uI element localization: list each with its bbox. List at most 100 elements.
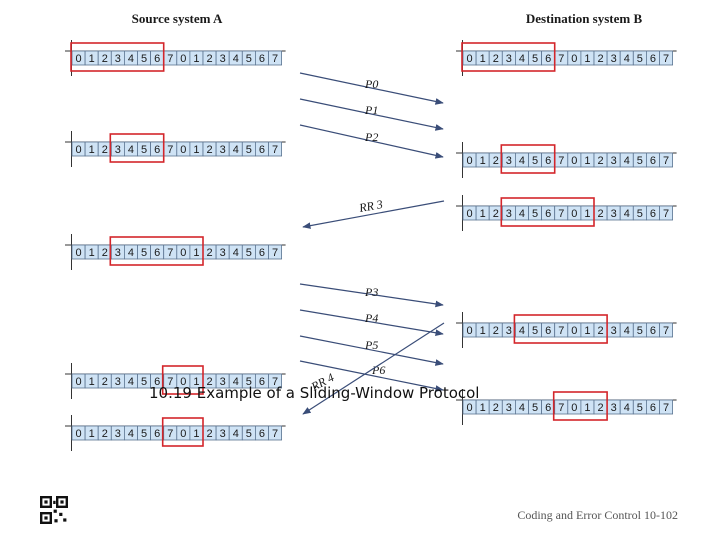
sequence-number: 4 [128, 247, 134, 259]
sequence-number: 3 [220, 53, 226, 65]
frame-arrow [299, 335, 444, 366]
sequence-number: 7 [272, 144, 278, 156]
sequence-number: 5 [141, 53, 147, 65]
sequence-number: 4 [233, 53, 239, 65]
sequence-number: 1 [89, 376, 95, 388]
sequence-number: 5 [637, 208, 643, 220]
sequence-number: 2 [102, 247, 108, 259]
sequence-number: 1 [584, 155, 590, 167]
sequence-number: 4 [624, 402, 630, 414]
sequence-number: 3 [115, 376, 121, 388]
sequence-number: 6 [650, 325, 656, 337]
sequence-number: 3 [611, 53, 617, 65]
sequence-number: 7 [558, 402, 564, 414]
sequence-number: 1 [480, 53, 486, 65]
sequence-number: 3 [506, 402, 512, 414]
sequence-number: 2 [597, 325, 603, 337]
sequence-number: 3 [220, 144, 226, 156]
sequence-number: 0 [466, 402, 472, 414]
sequence-number: 7 [558, 155, 564, 167]
sequence-number: 4 [519, 208, 525, 220]
sequence-number: 0 [75, 144, 81, 156]
sequence-number: 4 [128, 428, 134, 440]
sequence-number: 6 [650, 402, 656, 414]
message-label: P6 [371, 363, 385, 377]
message-label: RR 3 [357, 197, 384, 215]
sequence-number: 4 [624, 325, 630, 337]
sequence-number: 6 [545, 325, 551, 337]
ack-arrow [302, 322, 445, 415]
sequence-number: 5 [246, 144, 252, 156]
sequence-number: 5 [637, 53, 643, 65]
sequence-number: 6 [154, 376, 160, 388]
sequence-number: 6 [154, 428, 160, 440]
qr-code-icon [40, 496, 68, 524]
sequence-cell [268, 50, 283, 66]
frame-arrow [299, 72, 444, 105]
sequence-number: 5 [246, 247, 252, 259]
sequence-number: 7 [167, 144, 173, 156]
sequence-number: 2 [102, 53, 108, 65]
message-label: P4 [364, 311, 378, 325]
sequence-number: 6 [259, 247, 265, 259]
sequence-number: 1 [89, 53, 95, 65]
sequence-number: 0 [571, 402, 577, 414]
sequence-number: 6 [154, 53, 160, 65]
sequence-number: 1 [480, 155, 486, 167]
sequence-number: 0 [180, 428, 186, 440]
slide-footer: Coding and Error Control 10-102 [517, 508, 678, 522]
sequence-number: 7 [663, 208, 669, 220]
sequence-number: 3 [506, 325, 512, 337]
window-frame [161, 365, 204, 395]
sequence-cell [268, 373, 283, 389]
sequence-number: 0 [75, 428, 81, 440]
source-header: Source system A [132, 11, 223, 26]
sequence-number: 6 [259, 376, 265, 388]
sequence-number: 3 [611, 325, 617, 337]
sequence-number: 6 [545, 402, 551, 414]
message-label: P1 [364, 103, 378, 117]
sequence-number: 2 [102, 144, 108, 156]
sequence-number: 7 [663, 402, 669, 414]
sequence-cell [268, 244, 283, 260]
sequence-number: 4 [519, 155, 525, 167]
sequence-number: 5 [246, 376, 252, 388]
sequence-cell [659, 399, 674, 415]
sequence-number: 3 [115, 247, 121, 259]
sequence-number: 5 [246, 53, 252, 65]
sequence-number: 0 [75, 247, 81, 259]
sequence-number: 1 [584, 208, 590, 220]
sequence-number: 4 [233, 247, 239, 259]
sequence-number: 2 [597, 53, 603, 65]
sequence-number: 2 [493, 53, 499, 65]
message-label: P5 [364, 338, 378, 352]
sequence-number: 5 [532, 208, 538, 220]
sequence-number: 5 [141, 247, 147, 259]
sequence-number: 6 [650, 155, 656, 167]
sequence-number: 2 [102, 428, 108, 440]
sequence-number: 2 [493, 155, 499, 167]
sequence-number: 5 [532, 325, 538, 337]
window-frame [70, 42, 165, 72]
sequence-number: 5 [141, 376, 147, 388]
sequence-number: 0 [180, 53, 186, 65]
sequence-number: 1 [89, 144, 95, 156]
sequence-number: 1 [89, 247, 95, 259]
message-label: P3 [364, 285, 378, 299]
sequence-number: 5 [246, 428, 252, 440]
sequence-number: 1 [193, 53, 199, 65]
sequence-number: 7 [167, 428, 173, 440]
sequence-number: 6 [545, 53, 551, 65]
sequence-number: 6 [259, 144, 265, 156]
sequence-number: 2 [597, 402, 603, 414]
sequence-number: 1 [584, 53, 590, 65]
